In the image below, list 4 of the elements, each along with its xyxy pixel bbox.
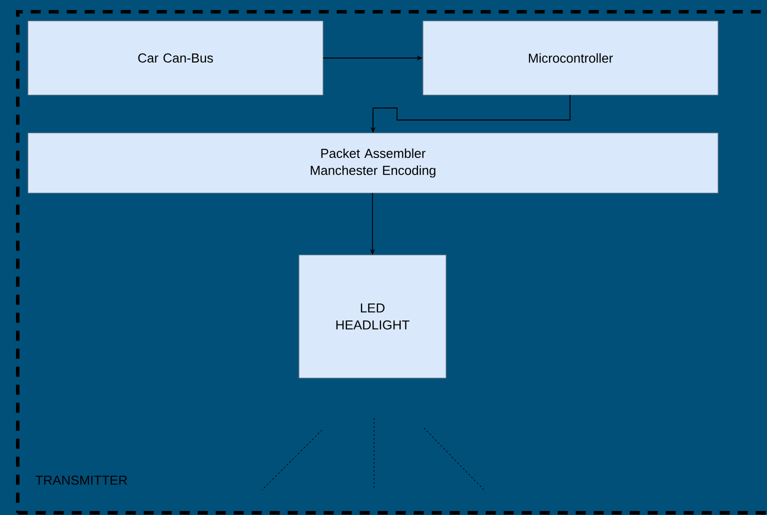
process-box: Packet Assembler Manchester Encoding	[28, 132, 718, 194]
process-box: Microcontroller	[422, 20, 718, 96]
headlight-box: LED HEADLIGHT	[298, 254, 446, 378]
process-box: Car Can-Bus	[28, 20, 324, 96]
